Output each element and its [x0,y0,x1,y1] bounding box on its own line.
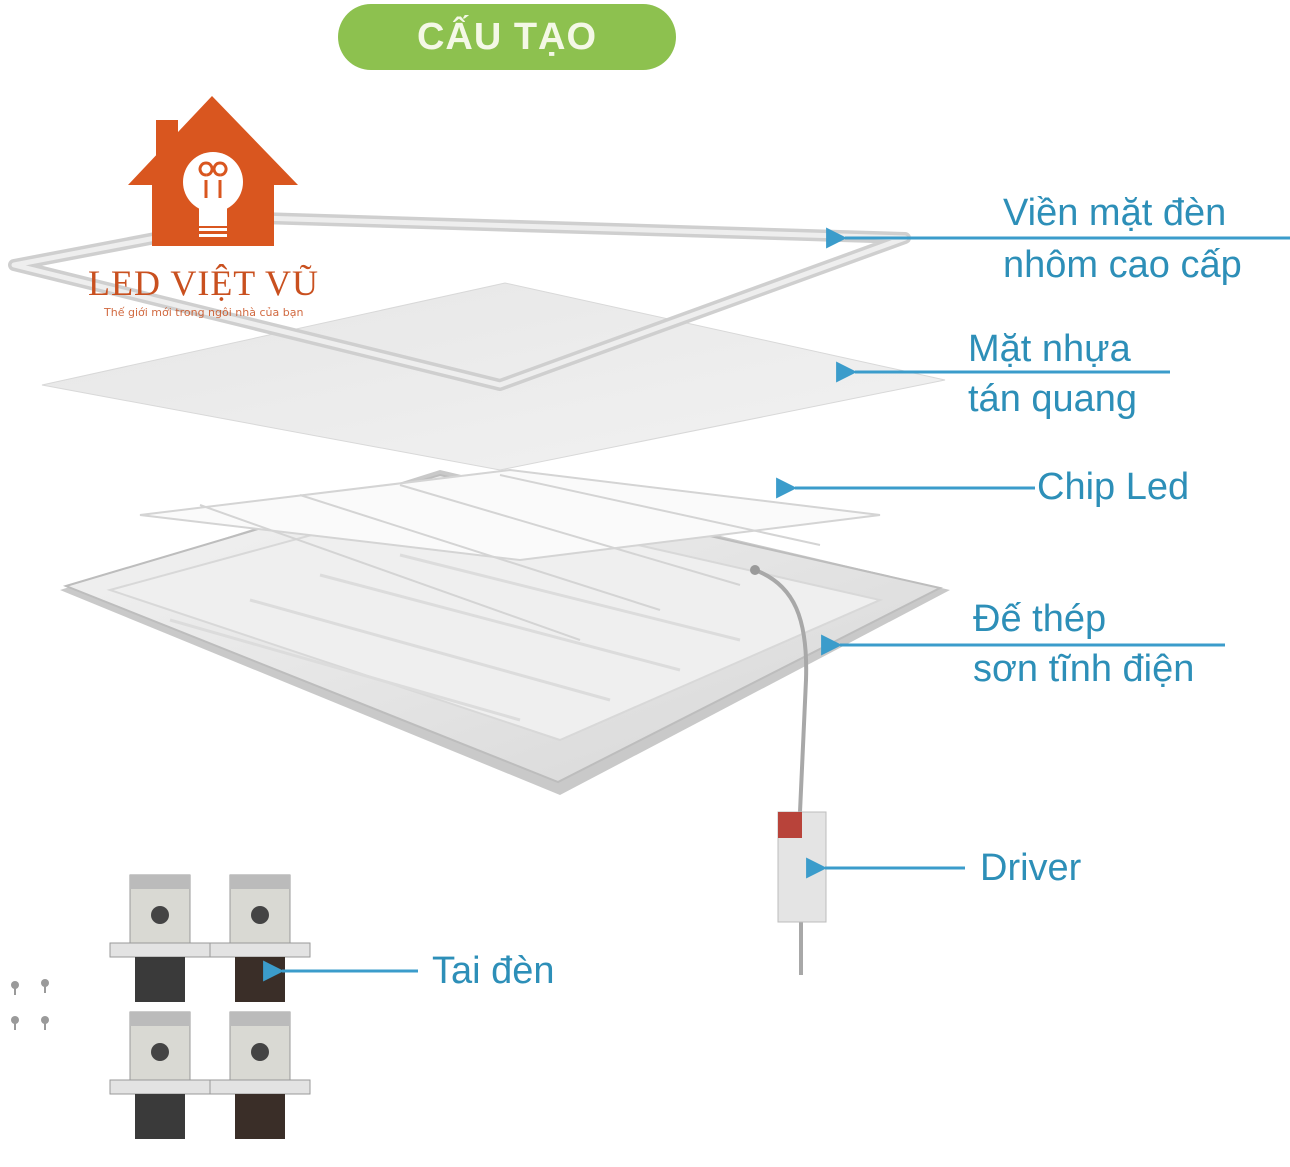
label-chip-line1: Chip Led [1037,466,1190,508]
driver-cable [750,565,809,975]
mounting-clips [109,874,311,1139]
label-clips-line1: Tai đèn [432,950,555,992]
title-badge: CẤU TẠO [338,4,676,70]
screws [11,979,49,1030]
label-diffuser: Mặt nhựa tán quang [968,326,1137,422]
label-driver: Driver [980,845,1081,891]
label-base-line1: Đế thép [973,598,1107,640]
leader-arrows [263,227,1290,982]
logo-brand-name: LED VIỆT VŨ [88,263,319,303]
logo-tagline: Thế giới mới trong ngôi nhà của bạn [104,306,304,319]
driver-box [777,811,827,923]
label-frame-line1: Viền mặt đèn [1003,192,1227,234]
house-bulb-icon [128,96,298,246]
steel-base-tray [60,470,950,795]
label-driver-line1: Driver [980,847,1082,889]
label-clips: Tai đèn [432,948,555,994]
led-chip-strips [139,468,881,641]
label-base-line2: sơn tĩnh điện [973,648,1195,690]
label-base: Đế thép sơn tĩnh điện [973,596,1194,692]
diffuser-sheet [41,282,946,471]
label-frame-line2: nhôm cao cấp [1003,244,1242,286]
label-chip: Chip Led [1037,464,1189,510]
label-diffuser-line2: tán quang [968,378,1138,420]
label-diffuser-line1: Mặt nhựa [968,328,1131,370]
label-frame: Viền mặt đèn nhôm cao cấp [1003,190,1242,288]
